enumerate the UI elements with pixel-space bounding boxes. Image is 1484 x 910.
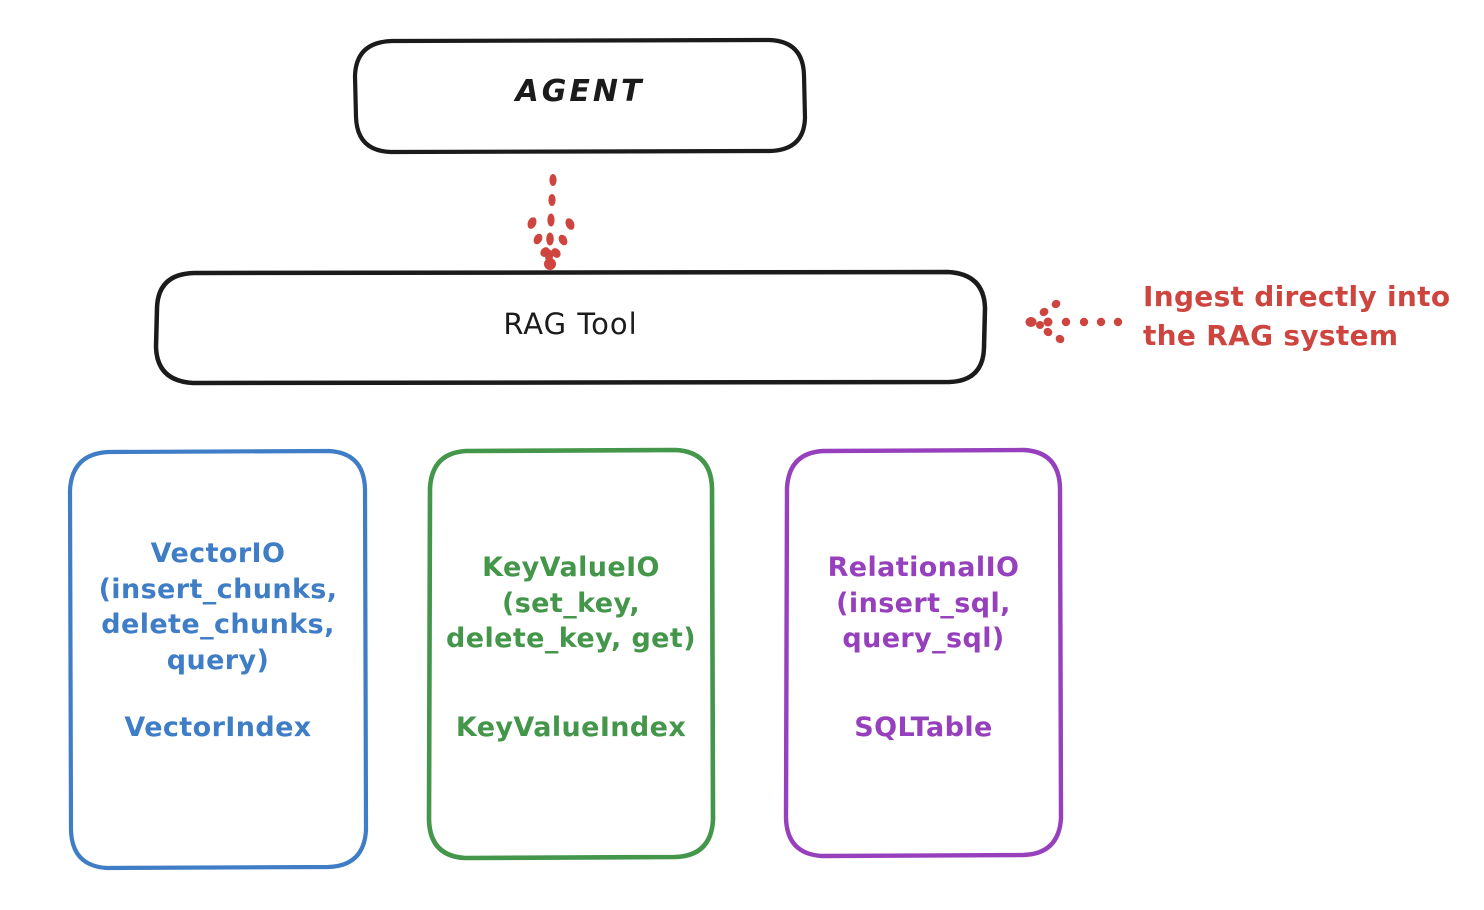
relationalio-box[interactable] <box>783 447 1064 859</box>
agent-label: AGENT <box>515 74 645 109</box>
relationalio-ops-label: RelationalIO (insert_sql, query_sql) <box>827 552 1020 655</box>
vectorio-box[interactable] <box>67 448 369 871</box>
keyvalueio-box[interactable] <box>426 447 716 861</box>
ingest-arrow-icon <box>1025 299 1123 344</box>
agent-to-ragtool-arrow-icon <box>527 174 575 270</box>
rag-tool-label: RAG Tool <box>503 307 638 341</box>
keyvalueindex-label: KeyValueIndex <box>455 712 687 743</box>
vectorio-ops-label: VectorIO (insert_chunks, delete_chunks, … <box>98 538 338 676</box>
vectorindex-label: VectorIndex <box>124 712 312 743</box>
sqltable-label: SQLTable <box>854 712 993 743</box>
ingest-annotation-text: Ingest directly into the RAG system <box>1143 280 1451 352</box>
rag-tool-box[interactable] <box>153 269 988 386</box>
keyvalueio-ops-label: KeyValueIO (set_key, delete_key, get) <box>446 552 696 655</box>
agent-box[interactable] <box>352 37 808 155</box>
